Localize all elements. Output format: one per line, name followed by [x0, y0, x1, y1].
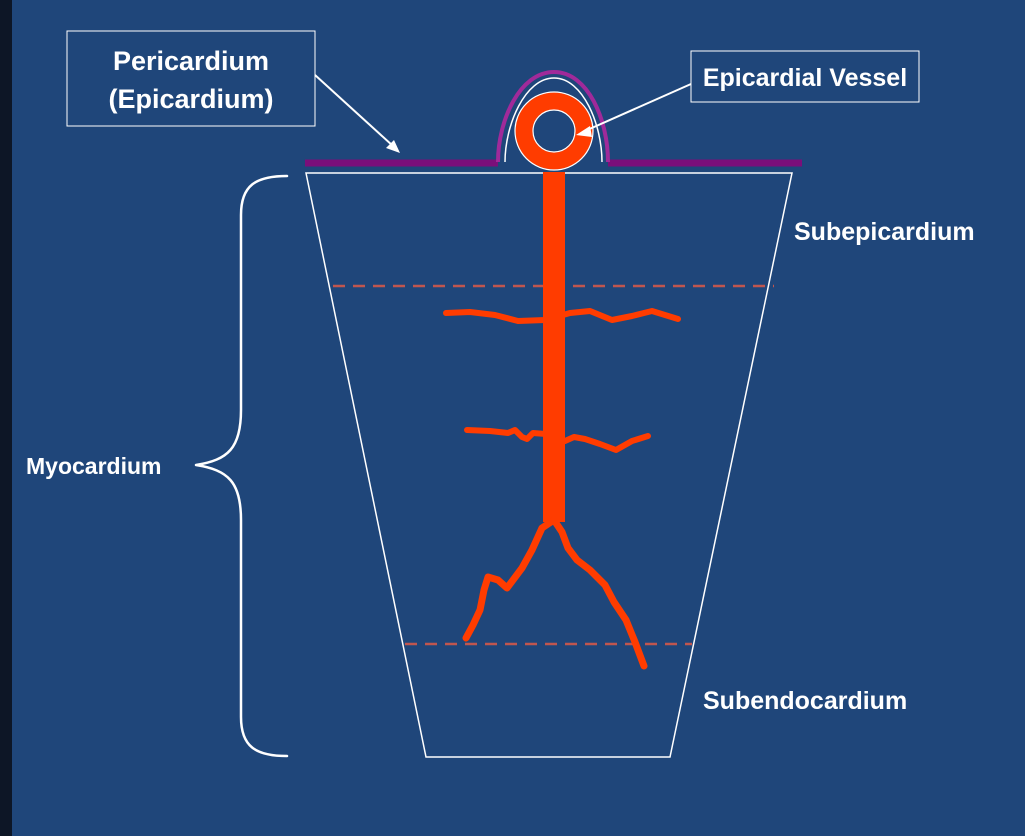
myocardium-label: Myocardium [26, 453, 161, 479]
subendocardium-label: Subendocardium [703, 687, 907, 715]
pericardium-pointer-line [315, 75, 393, 146]
lower-left-branch-vessel [466, 520, 554, 638]
pericardium-label-line1: Pericardium [113, 46, 269, 76]
pericardium-sheath-outer [498, 72, 608, 162]
epicardial-vessel-label: Epicardial Vessel [703, 64, 907, 92]
myocardium-brace [196, 176, 287, 756]
epicardial-vessel-pointer-line [585, 84, 691, 131]
epicardial-vessel-lumen-edge [533, 110, 575, 152]
subepicardium-label: Subepicardium [794, 218, 975, 246]
pericardium-label-line2: (Epicardium) [108, 84, 273, 114]
transmural-vessel-trunk [543, 172, 565, 522]
left-edge-strip [0, 0, 12, 836]
